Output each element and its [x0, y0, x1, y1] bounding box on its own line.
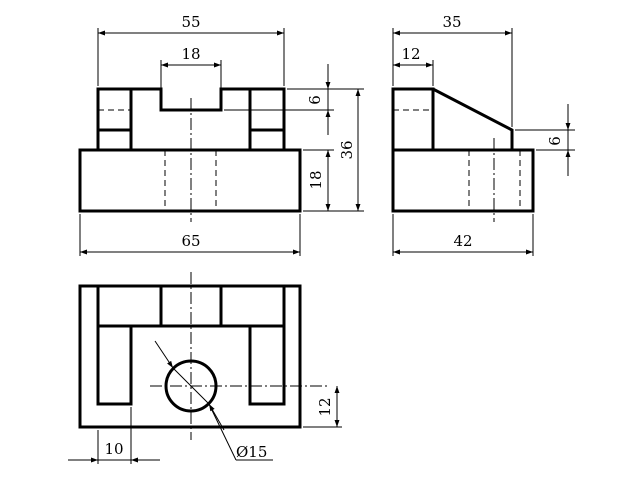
top-dimensions: 12 10 Ø15 — [68, 340, 342, 464]
dim-top-offset: 12 — [316, 397, 334, 416]
side-dimensions: 35 12 42 6 — [392, 13, 575, 256]
front-dimensions: 55 18 65 6 18 36 — [79, 13, 364, 256]
dim-front-slot-width: 18 — [181, 45, 200, 63]
dim-front-top-step: 6 — [306, 95, 324, 105]
side-view — [391, 87, 535, 222]
top-view — [78, 272, 330, 440]
dim-front-width-top: 55 — [181, 13, 200, 31]
side-view-outline — [391, 87, 535, 213]
dim-side-width: 42 — [453, 232, 472, 250]
top-view-outline — [78, 284, 302, 429]
front-view — [78, 87, 302, 222]
dim-front-total-height: 36 — [338, 140, 356, 159]
dim-side-top-flat: 12 — [401, 45, 420, 63]
top-left-post — [96, 324, 133, 406]
dim-front-width-base: 65 — [181, 232, 200, 250]
top-right-post — [248, 324, 286, 406]
dim-top-post-width: 10 — [104, 440, 123, 458]
dim-front-base-height: 18 — [307, 170, 325, 189]
dim-side-step: 6 — [546, 136, 564, 146]
dim-side-top-width: 35 — [442, 13, 461, 31]
dim-hole-diameter: Ø15 — [236, 443, 267, 461]
